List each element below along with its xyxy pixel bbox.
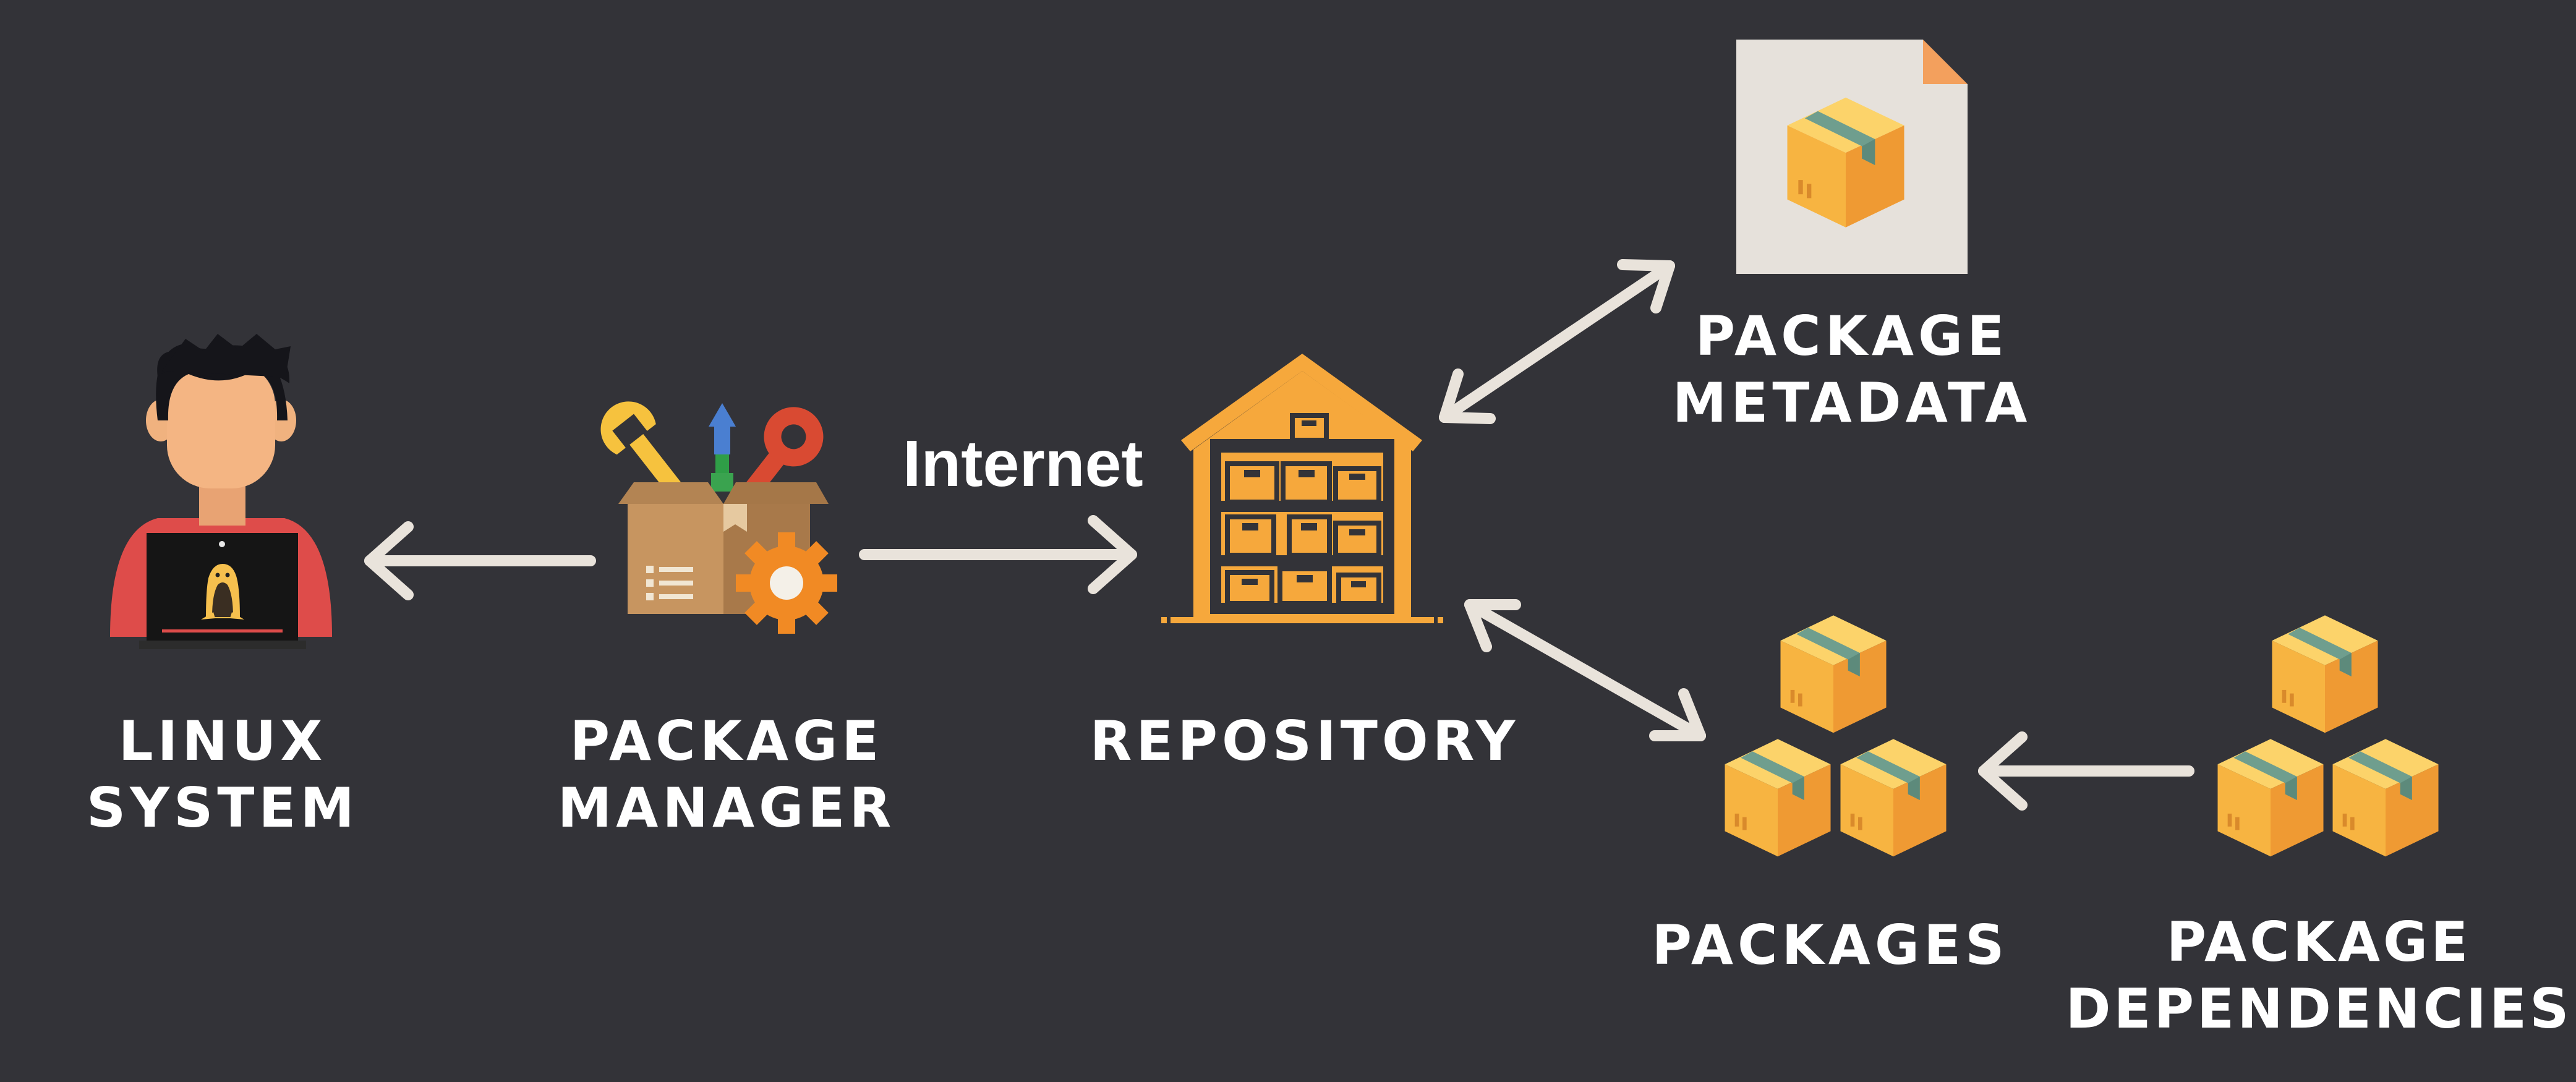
list-icon (646, 566, 693, 600)
repository-label: REPOSITORY (1090, 709, 1520, 773)
dependencies-stack-icon (2218, 615, 2439, 856)
internet-label: Internet (903, 427, 1143, 500)
package-manager-label: PACKAGE MANAGER (557, 709, 896, 840)
packages-label: PACKAGES (1652, 913, 2009, 977)
arrow-repository-packages (1464, 599, 1706, 741)
package-metadata-label: PACKAGE METADATA (1672, 304, 2032, 435)
metadata-document-icon (1736, 40, 1968, 274)
linux-system-label: LINUX SYSTEM (86, 709, 359, 840)
linux-user-icon (110, 334, 332, 649)
arrow-manager-to-repository (859, 515, 1137, 594)
repository-warehouse-icon (1161, 354, 1443, 623)
arrow-manager-to-linux (364, 521, 596, 600)
package-manager-icon (600, 401, 837, 634)
arrow-dependencies-to-packages (1978, 731, 2194, 811)
arrow-repository-metadata (1439, 259, 1675, 424)
tux-penguin-icon (201, 564, 244, 620)
package-dependencies-label: PACKAGE DEPENDENCIES (2065, 910, 2572, 1041)
gear-icon (736, 532, 837, 634)
packages-stack-icon (1725, 615, 1947, 856)
screwdriver-icon (709, 403, 736, 492)
